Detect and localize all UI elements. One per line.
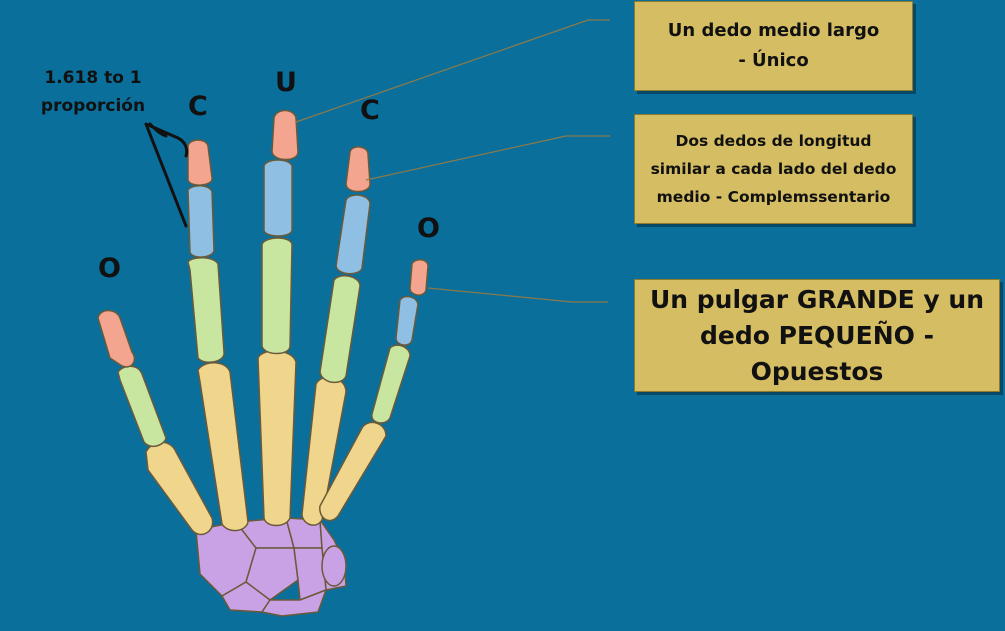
- middle-label: U: [275, 67, 297, 98]
- callout-complementary-line-3: medio - Complemssentario: [656, 188, 891, 206]
- carpal-bones: [195, 517, 347, 617]
- callout-opposite: Un pulgar GRANDE y un dedo PEQUEÑO - Opu…: [634, 279, 1000, 392]
- ratio-line-2: proporción: [40, 96, 146, 116]
- middle-phalanx: [335, 194, 371, 275]
- distal-phalanx: [187, 139, 213, 186]
- ratio-bracket: [144, 122, 189, 228]
- carpal-bone: [245, 547, 299, 601]
- proximal-phalanx: [319, 274, 361, 384]
- callout-complementary-line-1: Dos dedos de longitud: [675, 132, 872, 150]
- leader-line-unique: [295, 19, 610, 123]
- little-finger-bones: [319, 259, 429, 522]
- ratio-line-1: 1.618 to 1: [44, 68, 142, 88]
- leader-line-complementary: [365, 135, 610, 181]
- proximal-phalanx: [187, 257, 225, 364]
- ring-finger-bones: [301, 146, 371, 526]
- proximal-phalanx: [371, 344, 411, 424]
- proximal-phalanx: [261, 237, 293, 355]
- callout-opposite-line-1: Un pulgar GRANDE y un: [649, 284, 985, 314]
- callout-opposite-line-2: dedo PEQUEÑO -: [700, 320, 934, 350]
- metacarpal-bone: [197, 362, 249, 532]
- distal-phalanx: [97, 309, 136, 368]
- ring-label: C: [360, 95, 380, 126]
- middle-phalanx: [263, 159, 293, 237]
- thumb-label: O: [98, 253, 121, 284]
- metacarpal-bone: [257, 350, 297, 527]
- ratio-label: 1.618 to 1 proporción: [28, 64, 158, 120]
- callout-unique: Un dedo medio largo - Único: [634, 1, 913, 91]
- index-finger-bones: [187, 139, 249, 532]
- middle-phalanx: [395, 295, 419, 346]
- callout-opposite-line-3: Opuestos: [750, 356, 884, 386]
- callout-complementary-line-2: similar a cada lado del dedo: [650, 160, 897, 178]
- metacarpal-bone: [319, 421, 387, 522]
- middle-phalanx: [187, 185, 215, 258]
- carpal-bone: [261, 589, 327, 617]
- index-label: C: [188, 91, 208, 122]
- pisiform-bone: [321, 545, 347, 587]
- little-label: O: [417, 213, 440, 244]
- middle-finger-bones: [257, 109, 299, 527]
- callout-complementary: Dos dedos de longitud similar a cada lad…: [634, 114, 913, 224]
- distal-phalanx: [409, 259, 429, 296]
- proximal-phalanx: [117, 365, 167, 448]
- callout-unique-line-2: - Único: [738, 50, 809, 71]
- distal-phalanx: [345, 146, 371, 193]
- thumb-bones: [97, 309, 214, 536]
- distal-phalanx: [271, 109, 299, 161]
- leader-line-opposite: [427, 287, 608, 303]
- metacarpal-bone: [145, 441, 214, 536]
- callout-unique-line-1: Un dedo medio largo: [667, 20, 880, 41]
